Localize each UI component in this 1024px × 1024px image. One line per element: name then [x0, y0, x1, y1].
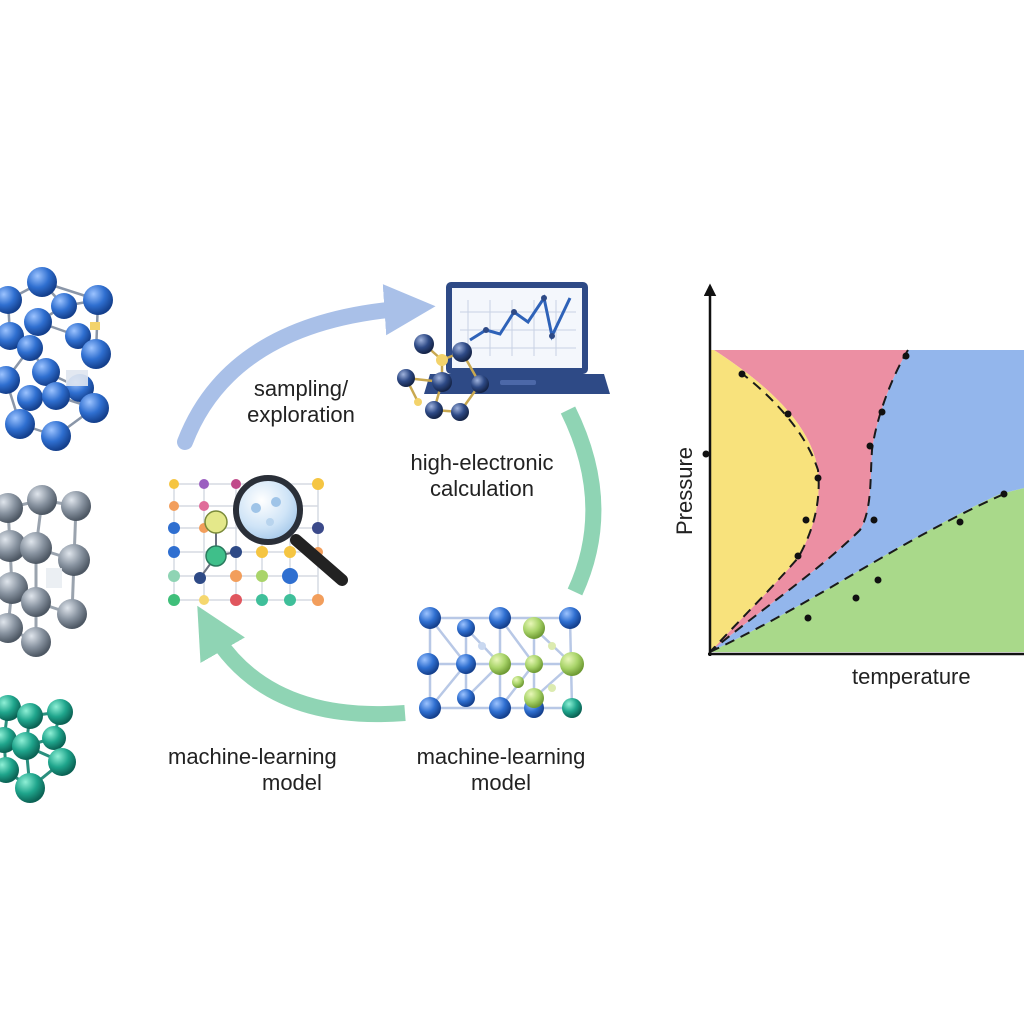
network-lattice-icon: [417, 607, 584, 719]
calculation-label: high-electronic calculation: [392, 450, 572, 502]
ml-model-label-right: machine-learning model: [396, 744, 606, 796]
sampling-label: sampling/ exploration: [226, 376, 376, 428]
y-axis-label: Pressure: [672, 446, 697, 536]
crystal-teal-icon: [0, 695, 76, 803]
ml-model-label-left: machine-learning model: [168, 744, 378, 796]
ml-model-right-line1: machine-learning: [416, 744, 586, 769]
calculation-label-line2: calculation: [430, 476, 534, 501]
phase-region-green: [710, 488, 1024, 652]
arc-arrow-right: [560, 406, 602, 596]
phase-diagram: [702, 283, 1024, 656]
phase-region-yellow: [710, 350, 819, 652]
sampling-label-line2: exploration: [247, 402, 355, 427]
ml-model-right-line2: model: [471, 770, 531, 795]
arc-arrow-top: [177, 284, 436, 450]
ml-model-left-line2: model: [262, 770, 322, 795]
x-axis-label: temperature: [852, 664, 971, 689]
sampling-label-line1: sampling/: [253, 376, 349, 401]
crystal-blue-icon: [0, 267, 113, 451]
arc-arrow-bottom: [197, 605, 406, 723]
phase-region-blue: [710, 350, 1024, 652]
calculation-label-line1: high-electronic: [410, 450, 554, 475]
phase-region-pink: [710, 350, 908, 652]
crystal-gray-icon: [0, 485, 91, 657]
laptop-icon: [424, 282, 610, 394]
molecule-icon: [397, 334, 489, 421]
ml-model-left-line1: machine-learning: [168, 744, 337, 769]
magnifier-icon: [233, 475, 348, 586]
sampling-grid-icon: [168, 478, 324, 606]
